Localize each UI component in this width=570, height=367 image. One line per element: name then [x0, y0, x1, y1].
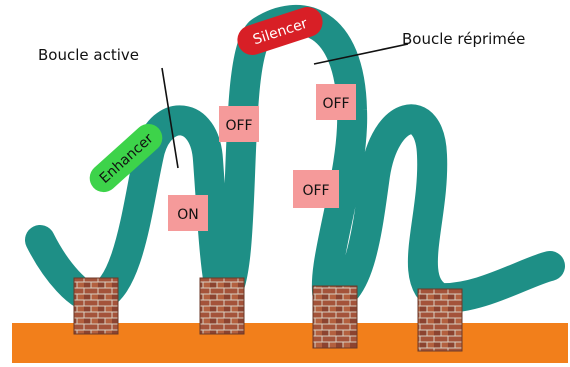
- state-box-on: ON: [168, 195, 208, 231]
- anchor-brick: [312, 285, 358, 349]
- repressed-loop-pointer: [313, 43, 409, 65]
- state-off-label: OFF: [225, 118, 252, 134]
- state-off-label: OFF: [302, 183, 329, 199]
- state-box-off: OFF: [293, 170, 339, 208]
- anchor-brick: [199, 277, 245, 335]
- active-loop-pointer: [161, 67, 179, 169]
- anchor-brick: [417, 288, 463, 352]
- state-box-off: OFF: [316, 84, 356, 120]
- repressed-loop-callout: Boucle réprimée: [402, 30, 525, 48]
- active-loop-callout: Boucle active: [38, 46, 139, 64]
- state-off-label: OFF: [322, 96, 349, 112]
- state-on-label: ON: [177, 207, 199, 223]
- state-box-off: OFF: [219, 106, 259, 142]
- anchor-brick: [73, 277, 119, 335]
